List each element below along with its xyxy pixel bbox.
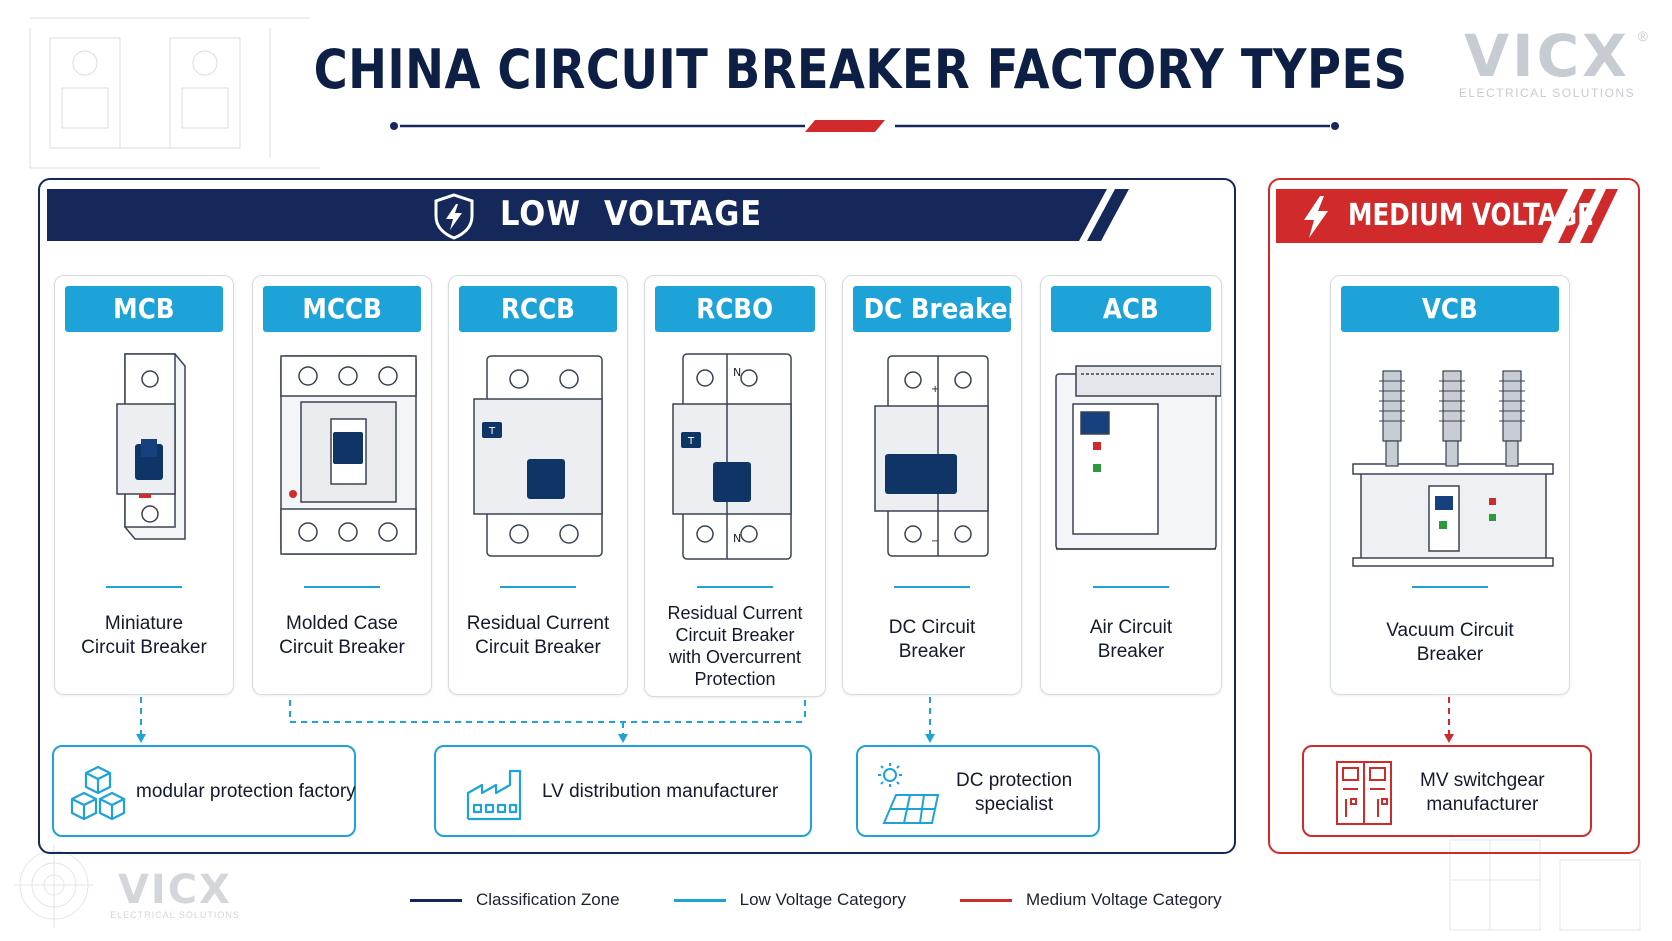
- card-vcb[interactable]: VCB Vacuum Circuit Breaker: [1330, 275, 1570, 695]
- card-dc-breaker[interactable]: DC Breaker + − DC Circuit Breaker: [842, 275, 1022, 695]
- legend-label: Low Voltage Category: [739, 890, 906, 909]
- card-rccb[interactable]: RCCB T Residual Current Circuit Breaker: [448, 275, 628, 695]
- group-label: modular protection factory: [136, 781, 356, 802]
- group-label: DC protection specialist: [956, 770, 1073, 815]
- factory-icon: [466, 769, 522, 821]
- brand-watermark-tagline: ELECTRICAL SOLUTIONS: [110, 910, 240, 920]
- svg-text:N: N: [733, 366, 741, 379]
- acb-breaker-icon: [1055, 365, 1221, 550]
- card-tag: RCBO: [655, 286, 815, 332]
- switchgear-icon: [1336, 761, 1392, 825]
- card-acb[interactable]: ACB Air Circuit Breaker: [1040, 275, 1222, 695]
- legend-swatch: [410, 898, 462, 902]
- group-dc-protection-specialist[interactable]: DC protection specialist: [856, 745, 1100, 837]
- card-separator: [697, 586, 773, 588]
- low-voltage-zone: [38, 178, 1236, 854]
- card-tag: MCB: [65, 286, 223, 332]
- background-target-sketch: [14, 845, 94, 928]
- card-label: Residual Current Circuit Breaker: [466, 613, 610, 658]
- legend-item-medium-voltage: Medium Voltage Category: [959, 890, 1222, 910]
- card-separator: [304, 586, 380, 588]
- svg-text:−: −: [931, 536, 939, 547]
- svg-text:N: N: [733, 532, 741, 545]
- dc-breaker-icon: + −: [874, 355, 989, 557]
- legend-item-classification-zone: Classification Zone: [410, 890, 620, 910]
- card-tag: ACB: [1051, 286, 1211, 332]
- card-label: Residual Current Circuit Breaker with Ov…: [667, 603, 803, 689]
- card-separator: [894, 586, 970, 588]
- brand-logo: VICX ELECTRICAL SOLUTIONS ®: [1452, 22, 1648, 100]
- group-mv-switchgear-manufacturer[interactable]: MV switchgear manufacturer: [1302, 745, 1592, 837]
- legend-label: Classification Zone: [476, 890, 620, 909]
- card-rcbo[interactable]: RCBO N N T Residual Current Circuit Brea…: [644, 275, 826, 697]
- shield-bolt-icon: [434, 193, 474, 240]
- legend-swatch: [959, 898, 1012, 902]
- cubes-icon: [70, 765, 126, 821]
- vcb-breaker-icon: [1352, 370, 1554, 567]
- medium-voltage-banner: [1276, 189, 1618, 243]
- card-label: DC Circuit Breaker: [888, 617, 976, 662]
- title-divider: [390, 120, 1339, 132]
- page-title: CHINA CIRCUIT BREAKER FACTORY TYPES: [313, 38, 1408, 101]
- card-label: Miniature Circuit Breaker: [81, 613, 207, 658]
- card-separator: [106, 586, 182, 588]
- banner-stripes: [1067, 189, 1127, 241]
- svg-text:T: T: [488, 426, 496, 437]
- rccb-breaker-icon: T: [473, 355, 603, 557]
- card-mccb[interactable]: MCCB Molded Case Circuit Breaker: [252, 275, 432, 695]
- brand-tagline: ELECTRICAL SOLUTIONS: [1458, 86, 1636, 100]
- card-tag: VCB: [1341, 286, 1559, 332]
- solar-panel-icon: [878, 763, 940, 824]
- card-tag: RCCB: [459, 286, 617, 332]
- legend-label: Medium Voltage Category: [1025, 890, 1222, 909]
- rcbo-breaker-icon: N N T: [672, 353, 792, 560]
- brand-watermark: VICX ELECTRICAL SOLUTIONS: [100, 870, 250, 920]
- card-label: Air Circuit Breaker: [1089, 617, 1173, 662]
- medium-voltage-zone: [1268, 178, 1640, 854]
- svg-text:+: +: [931, 384, 939, 395]
- legend-swatch: [673, 898, 726, 902]
- card-mcb[interactable]: MCB Miniature Circuit Breaker: [54, 275, 234, 695]
- group-label: LV distribution manufacturer: [542, 781, 779, 802]
- svg-text:T: T: [687, 436, 695, 447]
- background-blueprint-sketch: [29, 17, 320, 169]
- card-tag: DC Breaker: [853, 286, 1020, 332]
- brand-name: VICX: [1464, 22, 1630, 90]
- card-separator: [1412, 586, 1488, 588]
- card-label: Molded Case Circuit Breaker: [279, 613, 405, 658]
- mcb-breaker-icon: [116, 353, 186, 540]
- card-tag: MCCB: [263, 286, 421, 332]
- background-blueprint-sketch-2: [1449, 839, 1641, 931]
- mccb-breaker-icon: [280, 355, 417, 555]
- brand-registered-mark: ®: [1637, 28, 1648, 44]
- group-modular-protection-factory[interactable]: modular protection factory: [52, 745, 356, 837]
- card-separator: [1093, 586, 1169, 588]
- group-lv-distribution-manufacturer[interactable]: LV distribution manufacturer: [434, 745, 812, 837]
- lightning-icon: [1304, 196, 1328, 238]
- legend-item-low-voltage: Low Voltage Category: [673, 890, 906, 910]
- brand-watermark-name: VICX: [117, 867, 233, 913]
- card-label: Vacuum Circuit Breaker: [1386, 620, 1514, 665]
- group-label: MV switchgear manufacturer: [1420, 770, 1545, 815]
- legend: Classification Zone Low Voltage Category…: [410, 888, 1276, 912]
- card-separator: [500, 586, 576, 588]
- low-voltage-banner-label: LOW VOLTAGE: [500, 194, 763, 234]
- medium-voltage-banner-label: MEDIUM VOLTAGE: [1348, 198, 1594, 233]
